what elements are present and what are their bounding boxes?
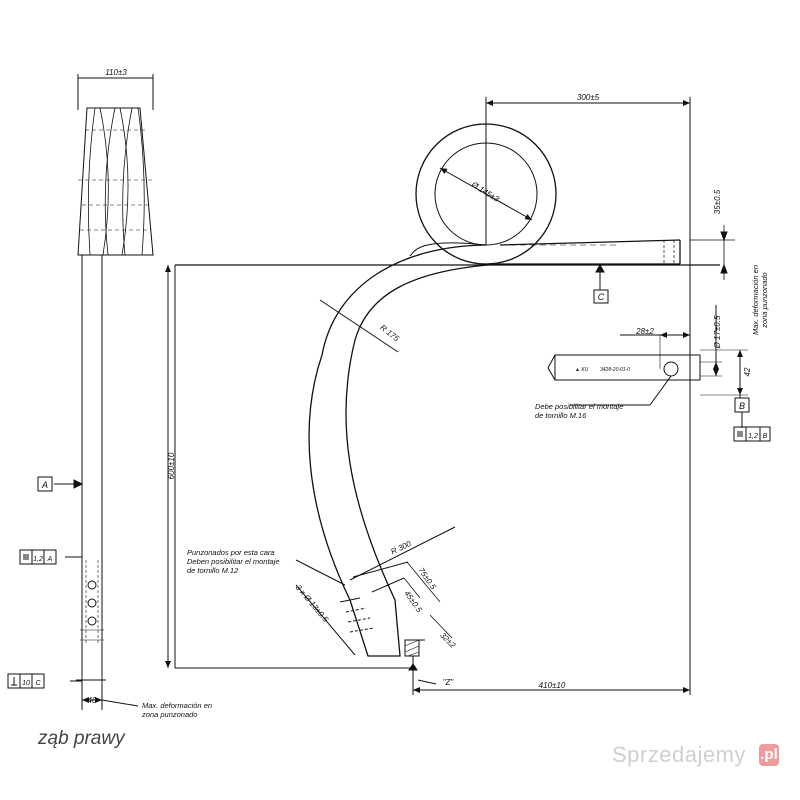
datum-c: C	[598, 292, 605, 302]
tol-perp-value: 10	[22, 680, 30, 687]
dim-75: 75±0.5	[416, 566, 438, 592]
dim-square-side: 35±0.5	[713, 189, 722, 214]
tol-b-ref: B	[763, 433, 768, 440]
dim-len-28: 28±2	[635, 327, 654, 336]
tol-perp-ref: C	[35, 680, 41, 687]
part-mark: ▲ KU	[575, 367, 589, 373]
watermark-badge: .pl	[759, 744, 779, 766]
datum-box-a	[37, 476, 53, 492]
tolerance-frame-b	[733, 426, 771, 442]
dim-height-600: 600±10	[167, 452, 176, 479]
dim-holes: 3 x Ø 13±0.5	[294, 583, 331, 624]
tol-b-value: 1,2	[748, 433, 758, 440]
part-code: 3428-20-01-0	[600, 367, 630, 373]
tol-a-value: 1,2	[33, 556, 43, 563]
caption: ząb prawy	[38, 728, 125, 749]
note-punch-3: de tornillo M.12	[187, 566, 239, 575]
tolerance-frame-a	[19, 549, 57, 565]
tolerance-frame-perp	[7, 673, 45, 689]
dim-radius-175: R 175	[378, 323, 401, 344]
datum-z: "Z"	[443, 678, 455, 687]
front-view	[165, 97, 750, 695]
datum-b: B	[739, 401, 745, 411]
dim-hole-dia: Ø 17±0.5	[713, 315, 722, 349]
dim-45: 45±0.5	[402, 589, 424, 615]
side-view	[54, 74, 154, 710]
note-bolt-m16-1: Debe posibilitar el montaje	[535, 402, 623, 411]
note-deformation-right-1: Max. deformación en	[751, 265, 760, 335]
note-deformation-right-2: zona punzonado	[760, 272, 769, 328]
dim-width-top: 110±3	[105, 68, 127, 77]
tol-a-ref: A	[47, 556, 53, 563]
dim-32: 32±2	[438, 631, 457, 650]
note-deformation-bottom-2: zona punzonado	[141, 710, 197, 719]
dim-ring-dia: Ø 145±3	[469, 179, 501, 204]
dim-40: 40	[88, 696, 97, 705]
watermark: Sprzedajemy	[612, 742, 746, 767]
note-bolt-m16-2: de tornillo M.16	[535, 411, 587, 420]
datum-a: A	[41, 480, 48, 490]
dim-width-ring: 300±5	[577, 93, 600, 102]
note-deformation-bottom-1: Max. deformación en	[142, 701, 212, 710]
dim-42: 42	[743, 367, 752, 376]
note-punch-2: Deben posibilitar el montaje	[187, 557, 280, 566]
dim-len-410: 410±10	[539, 681, 566, 690]
note-punch-1: Punzonados por esta cara	[187, 548, 275, 557]
